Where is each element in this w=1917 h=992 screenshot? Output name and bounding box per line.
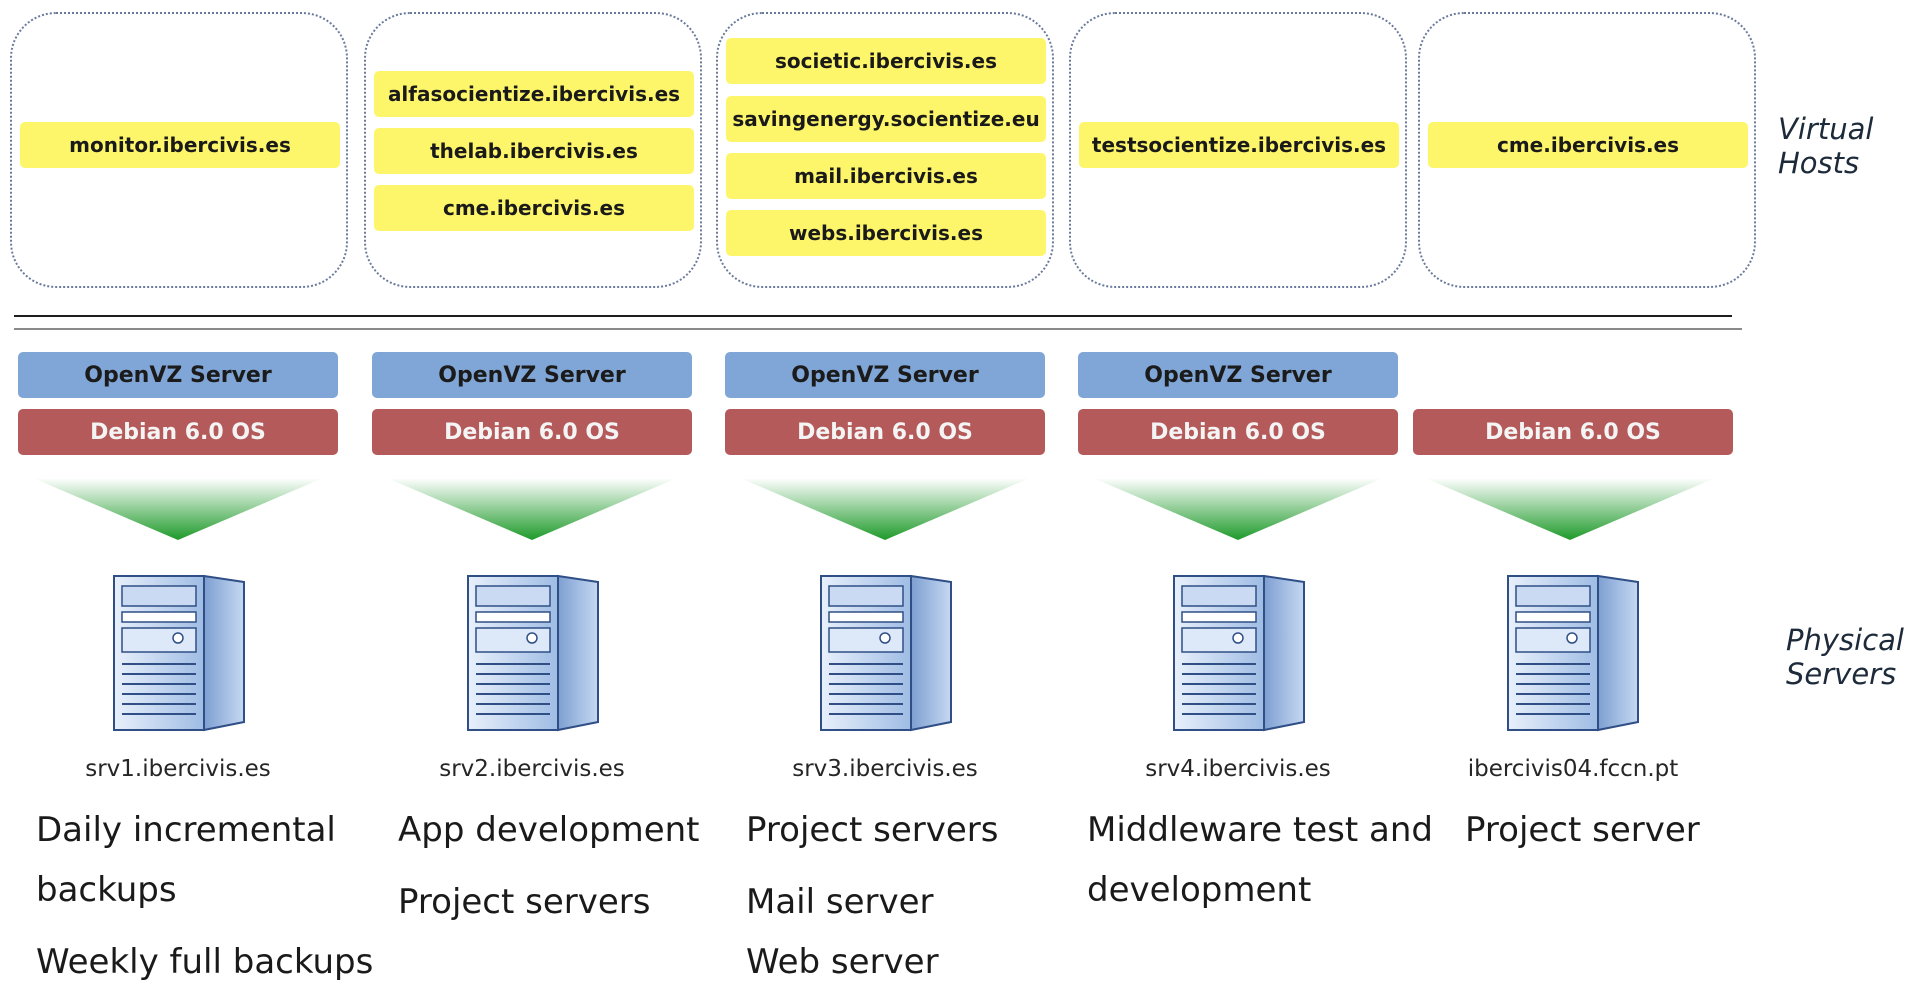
openvz-server-bar: OpenVZ Server xyxy=(372,352,692,398)
physical-servers-label: Physical Servers xyxy=(1786,623,1904,691)
role-line: App development xyxy=(398,810,700,850)
vhost-label: mail.ibercivis.es xyxy=(726,153,1046,199)
vhost-label: thelab.ibercivis.es xyxy=(374,128,694,174)
role-line: Project servers xyxy=(746,810,999,850)
debian-os-bar: Debian 6.0 OS xyxy=(18,409,338,455)
openvz-server-bar: OpenVZ Server xyxy=(725,352,1045,398)
debian-os-bar: Debian 6.0 OS xyxy=(1413,409,1733,455)
debian-os-bar: Debian 6.0 OS xyxy=(372,409,692,455)
vhost-label: monitor.ibercivis.es xyxy=(20,122,340,168)
vhost-group-1: monitor.ibercivis.es xyxy=(10,12,348,288)
vhost-label: societic.ibercivis.es xyxy=(726,38,1046,84)
debian-os-bar: Debian 6.0 OS xyxy=(1078,409,1398,455)
openvz-server-bar: OpenVZ Server xyxy=(1078,352,1398,398)
virtual-hosts-label: Virtual Hosts xyxy=(1778,112,1873,180)
vhost-group-2: alfasocientize.ibercivis.es thelab.iberc… xyxy=(364,12,702,288)
role-line: Project server xyxy=(1465,810,1700,850)
server-hostname: ibercivis04.fccn.pt xyxy=(1467,756,1679,782)
physical-servers-label-line: Servers xyxy=(1786,657,1897,691)
vhost-label: savingenergy.socientize.eu xyxy=(726,96,1046,142)
funnel-triangle-icon xyxy=(387,478,677,540)
role-line: backups xyxy=(36,870,177,910)
role-line: development xyxy=(1087,870,1312,910)
vhost-label: testsocientize.ibercivis.es xyxy=(1079,122,1399,168)
server-roles: Middleware test and development xyxy=(1087,800,1433,920)
server-roles: Daily incremental backups Weekly full ba… xyxy=(36,800,373,992)
physical-servers-label-line: Physical xyxy=(1786,623,1904,657)
server-hostname: srv4.ibercivis.es xyxy=(1145,756,1331,782)
server-roles: Project servers Mail server Web server xyxy=(746,800,998,992)
server-tower-icon xyxy=(467,574,599,732)
funnel-triangle-icon xyxy=(1093,478,1383,540)
funnel-triangle-icon xyxy=(33,478,323,540)
vhost-label: webs.ibercivis.es xyxy=(726,210,1046,256)
server-roles: Project server xyxy=(1465,800,1700,860)
vhost-label: cme.ibercivis.es xyxy=(1428,122,1748,168)
vhost-group-5: cme.ibercivis.es xyxy=(1418,12,1756,288)
server-hostname: srv1.ibercivis.es xyxy=(85,756,271,782)
funnel-triangle-icon xyxy=(740,478,1030,540)
funnel-triangle-icon xyxy=(1425,478,1715,540)
virtual-hosts-label-line: Hosts xyxy=(1778,146,1860,180)
role-line: Mail server xyxy=(746,882,934,922)
role-line: Daily incremental xyxy=(36,810,336,850)
server-hostname: srv3.ibercivis.es xyxy=(792,756,978,782)
virtual-hosts-label-line: Virtual xyxy=(1778,112,1874,146)
vhost-label: alfasocientize.ibercivis.es xyxy=(374,71,694,117)
openvz-server-bar: OpenVZ Server xyxy=(18,352,338,398)
role-line: Weekly full backups xyxy=(36,942,374,982)
server-roles: App development Project servers xyxy=(398,800,700,932)
server-tower-icon xyxy=(113,574,245,732)
server-hostname: srv2.ibercivis.es xyxy=(439,756,625,782)
role-line: Project servers xyxy=(398,882,651,922)
role-line: Middleware test and xyxy=(1087,810,1433,850)
server-tower-icon xyxy=(820,574,952,732)
vhost-group-3: societic.ibercivis.es savingenergy.socie… xyxy=(716,12,1054,288)
server-tower-icon xyxy=(1173,574,1305,732)
role-line: Web server xyxy=(746,942,939,982)
debian-os-bar: Debian 6.0 OS xyxy=(725,409,1045,455)
divider-line-top xyxy=(14,315,1732,317)
vhost-group-4: testsocientize.ibercivis.es xyxy=(1069,12,1407,288)
server-tower-icon xyxy=(1507,574,1639,732)
vhost-label: cme.ibercivis.es xyxy=(374,185,694,231)
divider-line-bottom xyxy=(14,328,1742,330)
